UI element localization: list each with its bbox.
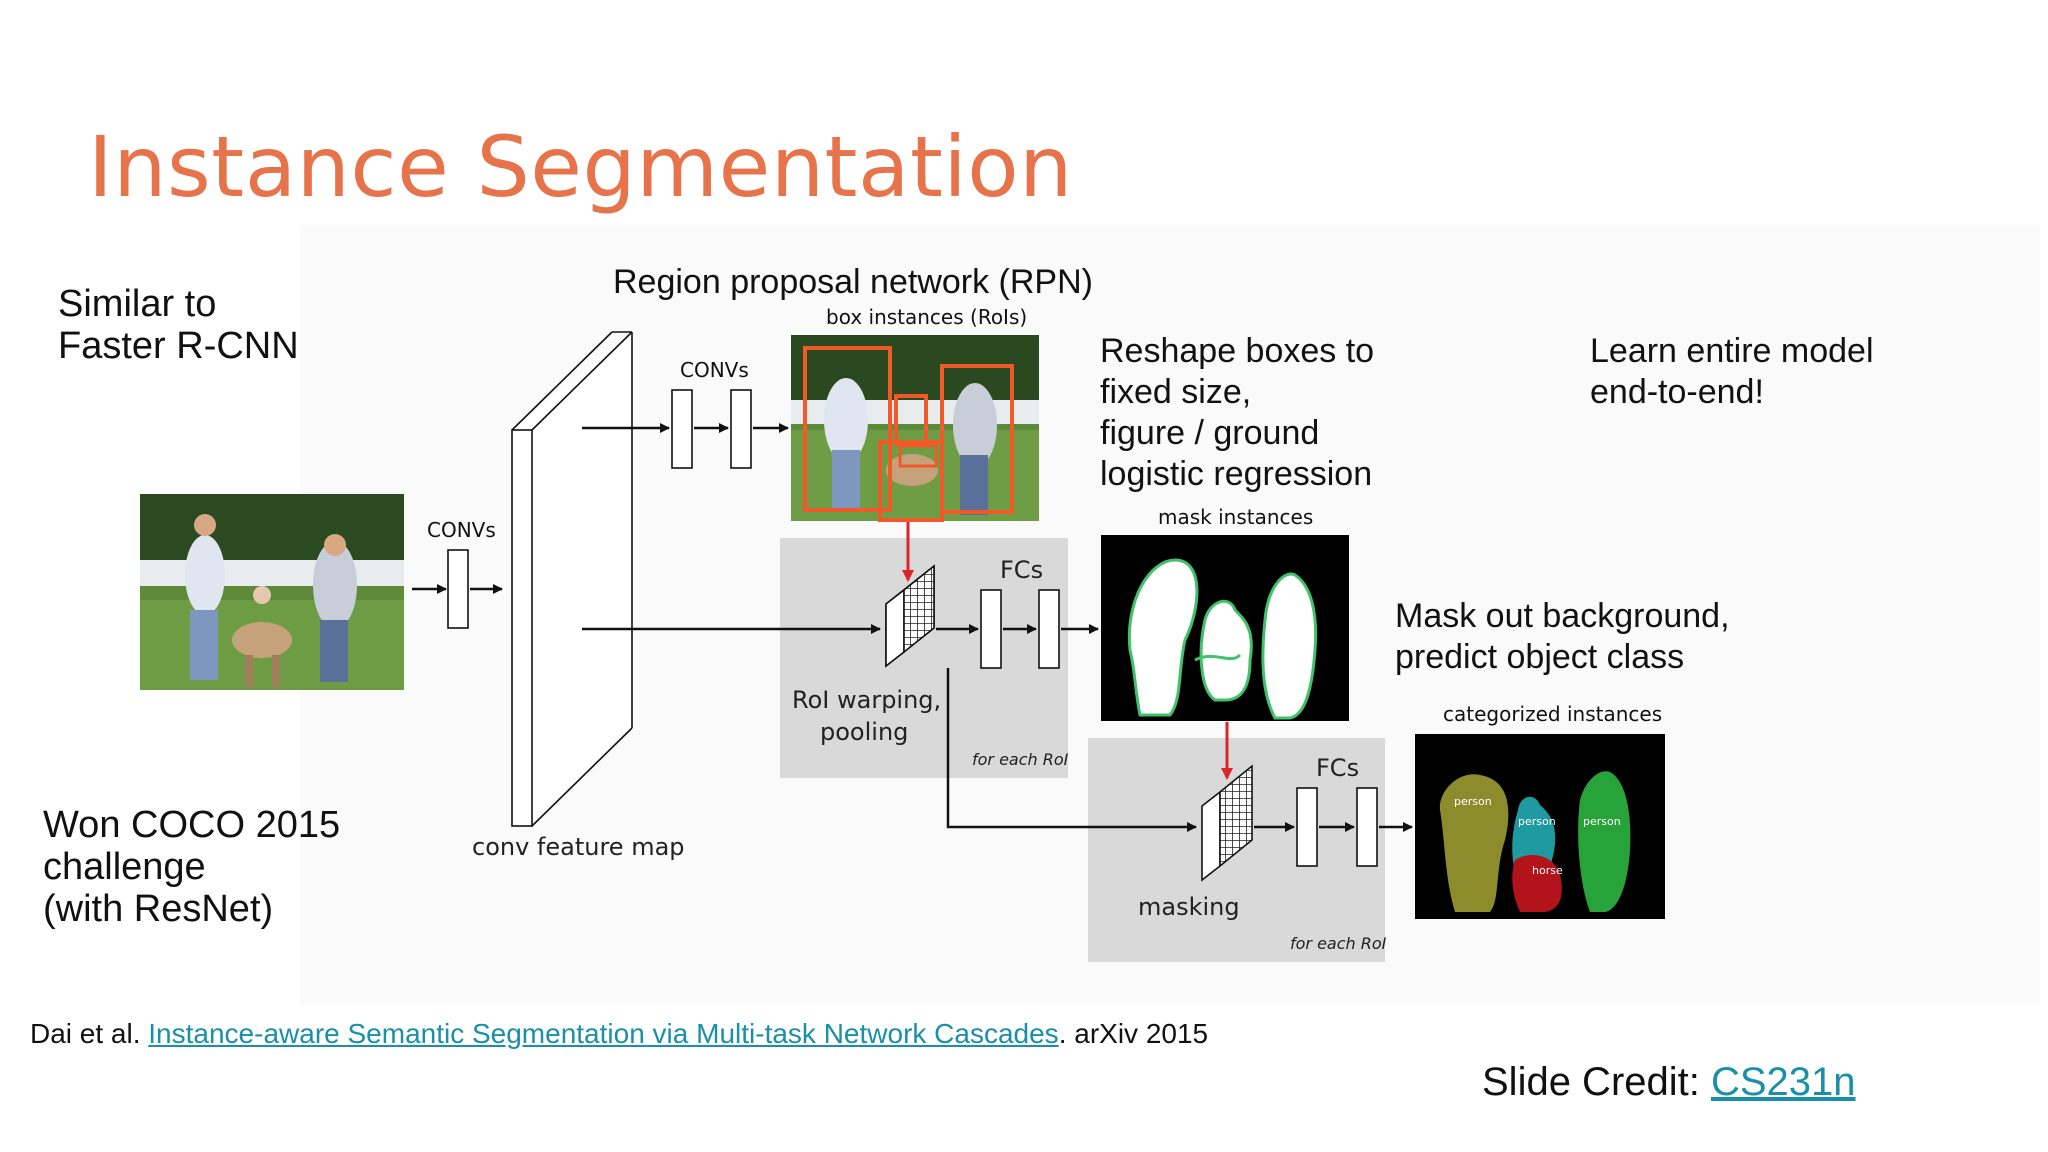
for-each-roi-1: for each RoI xyxy=(972,750,1069,769)
citation-prefix: Dai et al. xyxy=(30,1018,149,1049)
category-label-person-1: person xyxy=(1454,795,1492,808)
note-reshape: Reshape boxes to fixed size, figure / gr… xyxy=(1100,331,1374,495)
credit-link[interactable]: CS231n xyxy=(1710,1060,1856,1104)
categorized-instances-label: categorized instances xyxy=(1443,702,1663,726)
input-image xyxy=(140,494,404,690)
note-coco: Won COCO 2015 challenge (with ResNet) xyxy=(43,804,340,930)
note-reshape-line-4: logistic regression xyxy=(1100,455,1373,493)
roi-warping-line-1: RoI warping, xyxy=(792,686,942,714)
note-mask-out-line-1: Mask out background, xyxy=(1395,597,1730,635)
note-coco-line-3: (with ResNet) xyxy=(43,888,274,930)
credit-prefix: Slide Credit: xyxy=(1482,1060,1711,1104)
slide-credit: Slide Credit: CS231n xyxy=(1482,1060,1856,1105)
box-instances-image xyxy=(791,335,1039,522)
note-similar: Similar to Faster R-CNN xyxy=(58,283,299,367)
masking-label: masking xyxy=(1138,893,1240,921)
citation-link[interactable]: Instance-aware Semantic Segmentation via… xyxy=(148,1018,1059,1049)
rpn-title: Region proposal network (RPN) xyxy=(613,263,1093,301)
citation: Dai et al. Instance-aware Semantic Segme… xyxy=(30,1018,1208,1050)
fc-block-1a xyxy=(980,589,1002,669)
slide-title: Instance Segmentation xyxy=(88,118,1073,216)
category-label-horse: horse xyxy=(1532,864,1563,877)
note-mask-out-line-2: predict object class xyxy=(1395,638,1685,676)
fc-block-2a xyxy=(1296,787,1318,867)
note-end-to-end-line-2: end-to-end! xyxy=(1590,373,1764,411)
fcs-label-1: FCs xyxy=(1000,556,1044,584)
fc-block-2b xyxy=(1356,787,1378,867)
masking-block xyxy=(1201,764,1253,882)
roi-warping-line-2: pooling xyxy=(820,718,909,746)
roi-warping-label: RoI warping, pooling xyxy=(792,684,941,748)
mask-instances-label: mask instances xyxy=(1158,505,1314,529)
categorized-instances-image xyxy=(1415,734,1665,919)
note-end-to-end: Learn entire model end-to-end! xyxy=(1590,331,1874,413)
note-reshape-line-3: figure / ground xyxy=(1100,414,1320,452)
category-label-person-2: person xyxy=(1518,815,1556,828)
note-end-to-end-line-1: Learn entire model xyxy=(1590,332,1874,370)
fc-block-1b xyxy=(1038,589,1060,669)
mask-instances-image xyxy=(1101,535,1349,721)
note-similar-line-2: Faster R-CNN xyxy=(58,325,299,367)
note-mask-out: Mask out background, predict object clas… xyxy=(1395,596,1730,678)
category-label-person-3: person xyxy=(1583,815,1621,828)
conv-feature-map xyxy=(511,331,633,827)
convs-label-left: CONVs xyxy=(427,518,496,542)
note-coco-line-1: Won COCO 2015 xyxy=(43,804,341,846)
conv-feature-map-label: conv feature map xyxy=(472,833,685,861)
citation-suffix: . arXiv 2015 xyxy=(1058,1018,1209,1049)
fcs-label-2: FCs xyxy=(1316,754,1360,782)
note-similar-line-1: Similar to xyxy=(58,283,217,325)
left-conv-block xyxy=(447,549,469,629)
for-each-roi-2: for each RoI xyxy=(1290,934,1387,953)
convs-label-top: CONVs xyxy=(680,358,749,382)
roi-warp-block xyxy=(885,564,935,668)
rpn-conv-block-2 xyxy=(730,389,752,469)
note-coco-line-2: challenge xyxy=(43,846,206,888)
note-reshape-line-1: Reshape boxes to xyxy=(1100,332,1375,370)
note-reshape-line-2: fixed size, xyxy=(1100,373,1252,411)
box-instances-label: box instances (RoIs) xyxy=(826,305,1028,329)
rpn-conv-block-1 xyxy=(671,389,693,469)
